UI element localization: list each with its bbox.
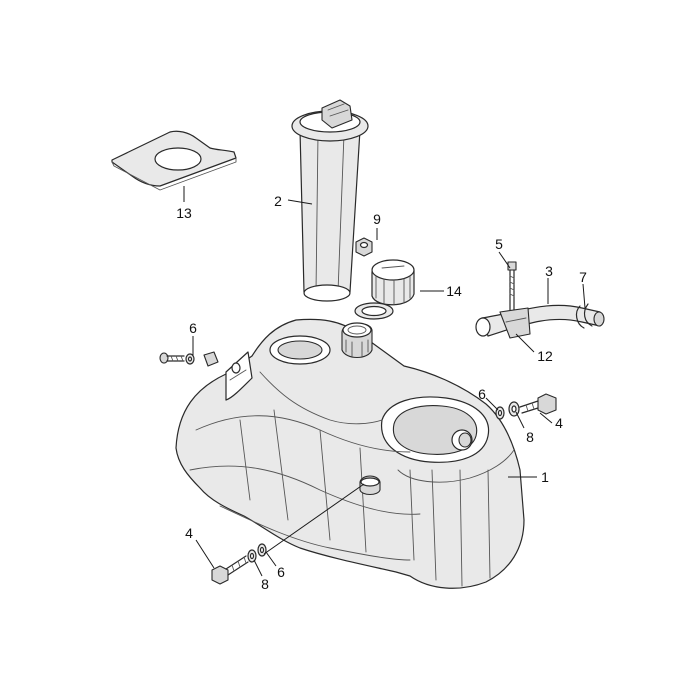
part-1-fuel-tank [175, 318, 525, 589]
lower-bolt-assembly [211, 543, 267, 585]
callout-8-lower: 8 [261, 576, 269, 592]
part-14-fuel-cap [371, 259, 415, 306]
callout-6-right: 6 [478, 386, 486, 402]
part-9-nut [355, 237, 373, 257]
callout-4-right: 4 [555, 415, 563, 431]
callout-1: 1 [541, 469, 549, 485]
callout-4-lower: 4 [185, 525, 193, 541]
callout-8-right: 8 [526, 429, 534, 445]
part-13-pad [111, 130, 237, 191]
callout-3: 3 [545, 263, 553, 279]
callout-9: 9 [373, 211, 381, 227]
callout-12: 12 [537, 348, 553, 364]
part-7-clamp [575, 303, 593, 329]
part-12-clip [499, 307, 531, 339]
callout-5: 5 [495, 236, 503, 252]
cap-gasket-ring [354, 302, 394, 320]
callout-6-lower: 6 [277, 564, 285, 580]
part-5-bolt [507, 261, 517, 313]
callout-6-left: 6 [189, 320, 197, 336]
callout-2: 2 [274, 193, 282, 209]
callout-14: 14 [446, 283, 462, 299]
leader-lines [183, 186, 586, 577]
right-bolt-assembly [495, 393, 557, 420]
callout-7: 7 [579, 269, 587, 285]
left-bracket-bolt [159, 351, 219, 367]
callout-13: 13 [176, 205, 192, 221]
part-2-sender-tube [291, 99, 369, 302]
callout-labels: 13 2 9 5 3 7 14 6 12 6 4 8 1 4 8 6 [176, 193, 587, 592]
